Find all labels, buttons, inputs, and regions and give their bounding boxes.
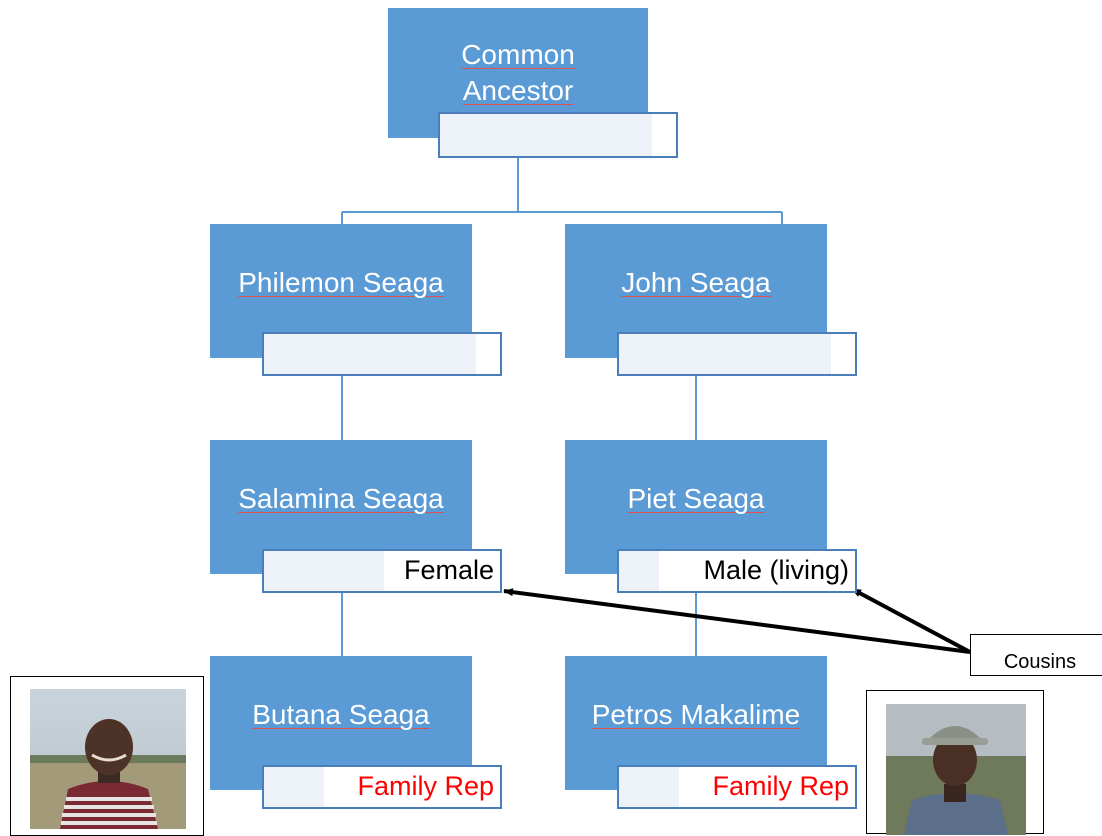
node-common-ancestor-name: Common Ancestor	[461, 39, 575, 106]
node-piet-seaga-note: Male (living)	[617, 549, 857, 593]
node-common-ancestor-note	[438, 112, 678, 158]
node-salamina-seaga-note: Female	[262, 549, 502, 593]
node-salamina-seaga-name: Salamina Seaga	[238, 483, 444, 514]
portrait-photo-butana	[30, 689, 186, 829]
node-philemon-seaga-name: Philemon Seaga	[238, 267, 444, 298]
cousins-callout: Cousins	[970, 634, 1102, 676]
node-petros-makalime-name: Petros Makalime	[591, 699, 801, 730]
photo-frame-petros	[866, 690, 1044, 835]
node-john-seaga-note	[617, 332, 857, 376]
cousins-callout-label: Cousins	[1003, 651, 1077, 673]
node-philemon-seaga-note	[262, 332, 502, 376]
photo-frame-butana	[10, 676, 204, 836]
portrait-photo-petros	[886, 704, 1026, 835]
node-piet-seaga-name: Piet Seaga	[627, 483, 765, 514]
node-john-seaga-name: John Seaga	[621, 267, 771, 298]
node-butana-seaga-name: Butana Seaga	[252, 699, 430, 730]
node-petros-makalime-note: Family Rep	[617, 765, 857, 809]
cousins-arrow-female	[503, 588, 971, 654]
node-butana-seaga-note: Family Rep	[262, 765, 502, 809]
cousins-arrow-male	[851, 587, 971, 654]
